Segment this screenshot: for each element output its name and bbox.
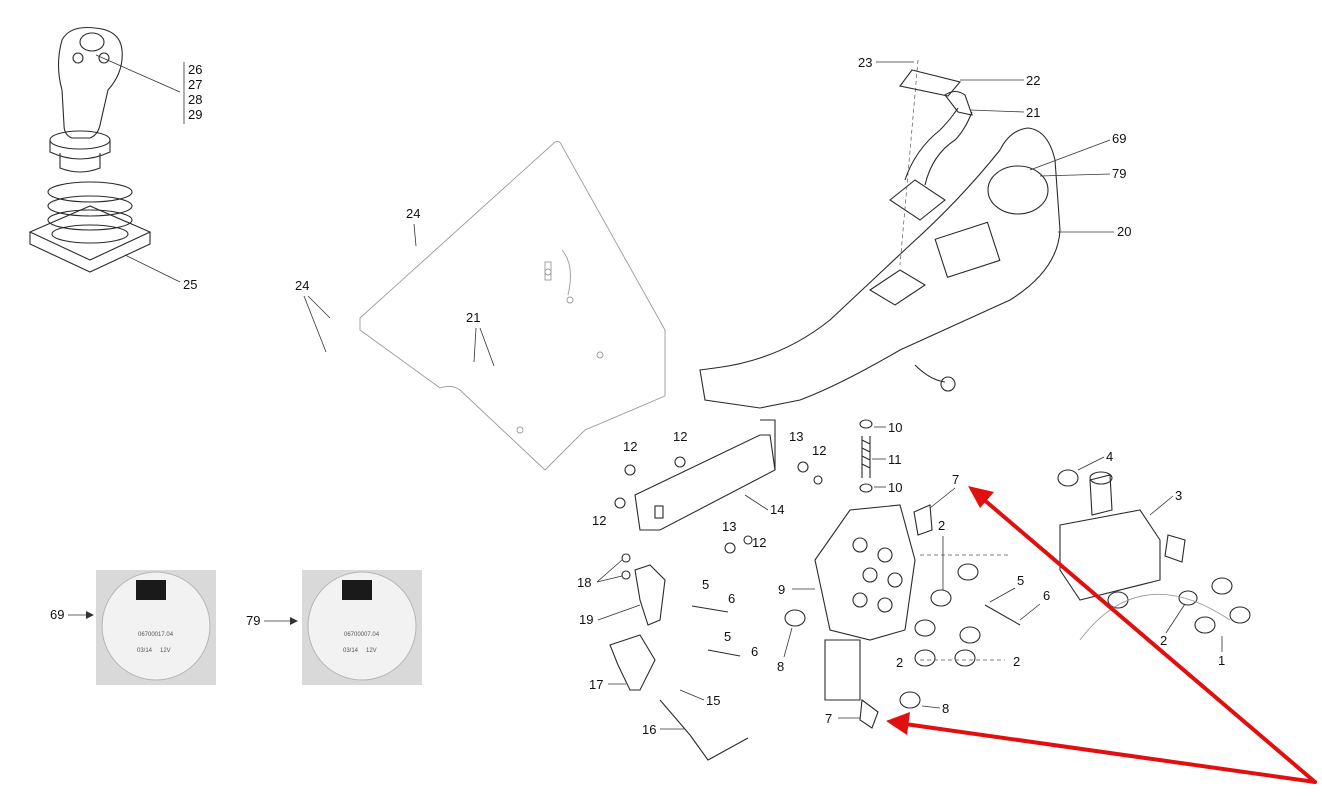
callout-3: 3 <box>1175 488 1182 503</box>
callout-5-c: 5 <box>1017 573 1024 588</box>
callout-2-c: 2 <box>1013 654 1020 669</box>
photo-69-date: 03/14 <box>137 648 153 654</box>
callout-28: 28 <box>188 92 202 107</box>
control-valve <box>814 504 933 729</box>
callout-10-top: 10 <box>888 420 902 435</box>
callout-13-b: 13 <box>722 519 736 534</box>
callout-12-c: 12 <box>812 443 826 458</box>
callout-79-console: 79 <box>1112 166 1126 181</box>
mounting-plate <box>359 141 666 471</box>
callout-24-left: 24 <box>295 278 309 293</box>
callout-12-d: 12 <box>592 513 606 528</box>
callout-21-console: 21 <box>1026 105 1040 120</box>
callout-6-c: 6 <box>1043 588 1050 603</box>
callout-2-d: 2 <box>1160 633 1167 648</box>
callout-13-a: 13 <box>789 429 803 444</box>
photo-69-code: 06700017.04 <box>138 632 174 638</box>
photo-79-volt: 12V <box>366 648 377 654</box>
callout-4: 4 <box>1106 449 1113 464</box>
callout-11: 11 <box>888 452 902 467</box>
callout-9: 9 <box>778 582 785 597</box>
callout-23: 23 <box>858 55 872 70</box>
armrest-console <box>699 127 1061 409</box>
callout-8-left: 8 <box>777 659 784 674</box>
callout-6-a: 6 <box>728 591 735 606</box>
callout-14: 14 <box>770 502 784 517</box>
callout-12-e: 12 <box>752 535 766 550</box>
callout-7-bottom: 7 <box>825 711 832 726</box>
callout-21-plate: 21 <box>466 310 480 325</box>
callout-5-b: 5 <box>724 629 731 644</box>
callout-26: 26 <box>188 62 202 77</box>
callout-2-a: 2 <box>938 518 945 533</box>
joystick-boot <box>28 181 181 283</box>
callout-6-b: 6 <box>751 644 758 659</box>
callout-16: 16 <box>642 722 656 737</box>
photo-79-date: 03/14 <box>343 648 359 654</box>
callout-17: 17 <box>589 677 603 692</box>
callout-7-top: 7 <box>952 472 959 487</box>
callout-69-console: 69 <box>1112 131 1126 146</box>
joystick-shaft <box>889 59 973 266</box>
callout-1: 1 <box>1218 653 1225 668</box>
callout-20: 20 <box>1117 224 1131 239</box>
callout-24-top: 24 <box>406 206 420 221</box>
photo-69-volt: 12V <box>160 648 171 654</box>
callout-12-a: 12 <box>623 439 637 454</box>
fittings <box>784 563 1021 709</box>
photo-part-69: 06700017.04 03/14 12V <box>96 570 216 685</box>
callout-22: 22 <box>1026 73 1040 88</box>
callout-15: 15 <box>706 693 720 708</box>
callout-8-right: 8 <box>942 701 949 716</box>
callout-29: 29 <box>188 107 202 122</box>
callout-25: 25 <box>183 277 197 292</box>
highlight-arrows <box>886 486 1317 784</box>
callout-79-photo: 79 <box>246 613 260 628</box>
callout-10-bottom: 10 <box>888 480 902 495</box>
bracket <box>634 419 776 531</box>
callout-2-b: 2 <box>896 655 903 670</box>
photo-part-79: 06700007.04 03/14 12V <box>302 570 422 685</box>
callout-27: 27 <box>188 77 202 92</box>
joystick-handle <box>49 26 181 173</box>
callout-18: 18 <box>577 575 591 590</box>
lever-bracket <box>609 553 749 761</box>
callout-19: 19 <box>579 612 593 627</box>
callout-12-b: 12 <box>673 429 687 444</box>
solenoid-valve <box>1057 469 1251 641</box>
callout-69-photo: 69 <box>50 607 64 622</box>
callout-5-a: 5 <box>702 577 709 592</box>
photo-79-code: 06700007.04 <box>344 632 380 638</box>
threaded-rod <box>859 419 873 493</box>
